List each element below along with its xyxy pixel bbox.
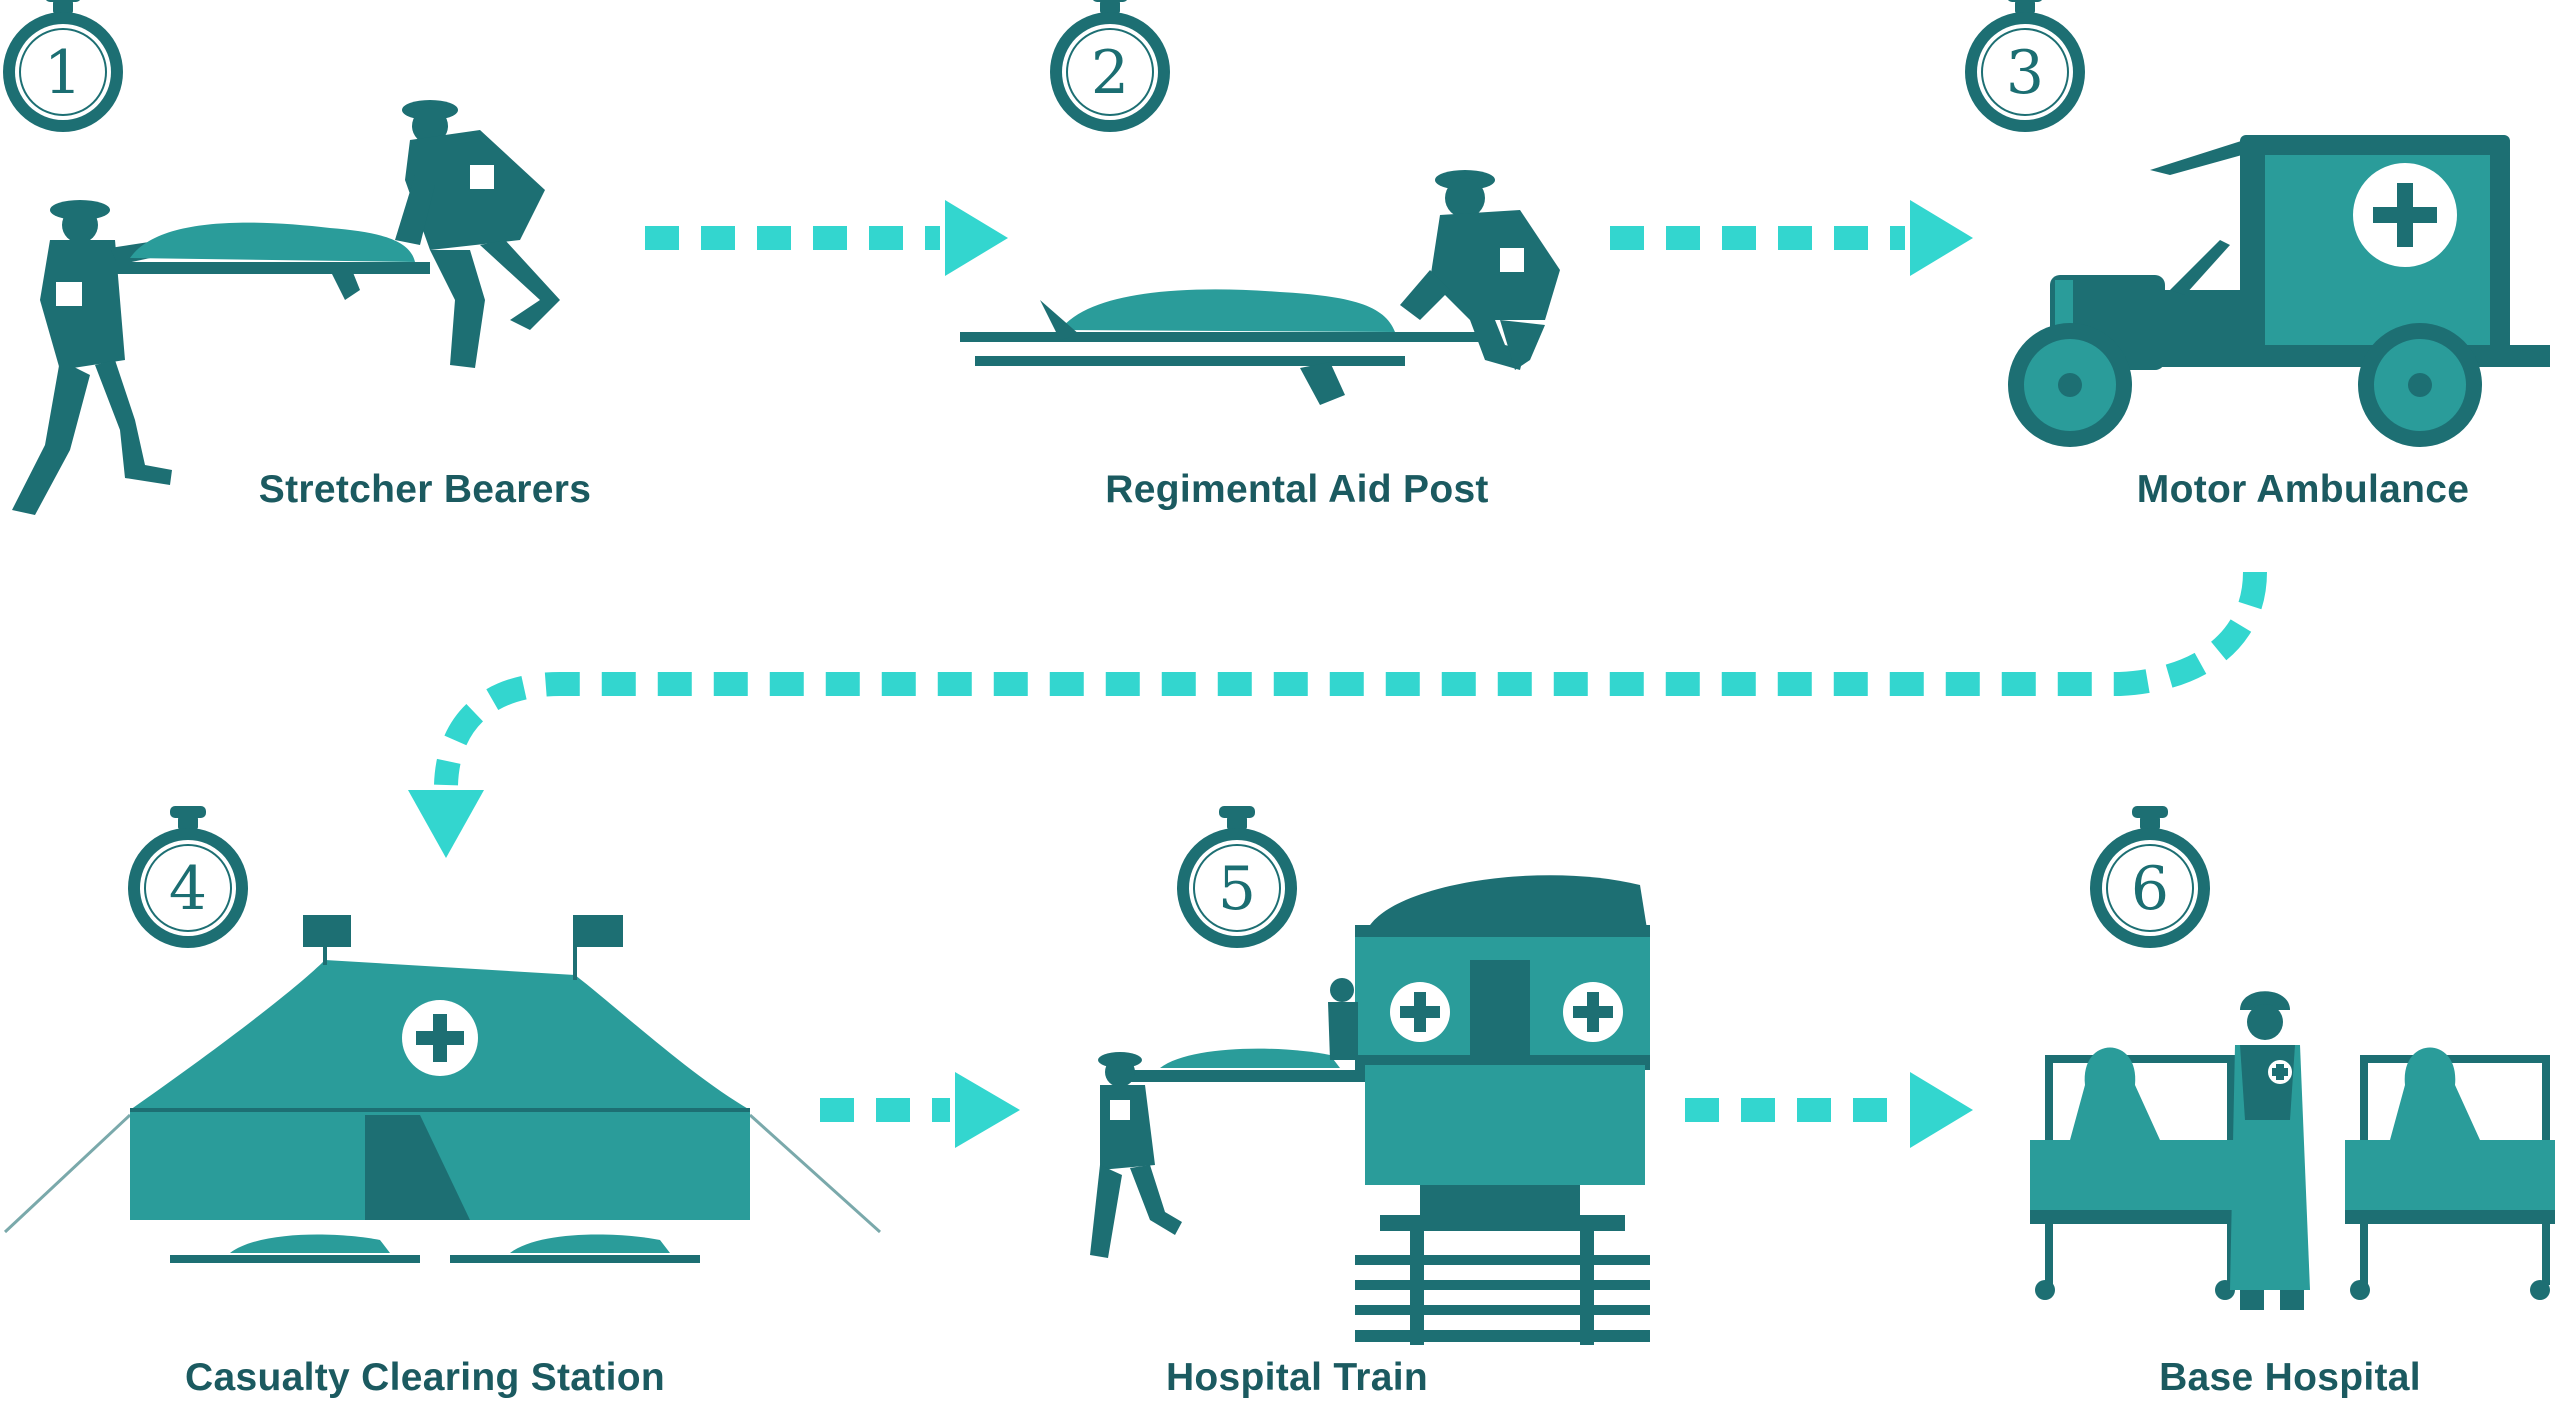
stopwatch-1: 1 <box>2 0 124 133</box>
arrow-5-to-6 <box>1685 1072 1973 1148</box>
stretcher-bearers-illustration <box>12 100 560 515</box>
flag-right <box>575 915 623 947</box>
medical-tent-icon <box>130 960 750 1220</box>
casualty-clearing-station-illustration <box>3 915 882 1263</box>
motor-ambulance-icon <box>2008 135 2550 447</box>
hospital-bed-icon <box>2030 1047 2240 1300</box>
stretcher-icon <box>960 332 1480 342</box>
stopwatch-2: 2 <box>1049 0 1171 133</box>
stage-number-4: 4 <box>169 854 207 924</box>
red-cross-icon <box>1390 982 1623 1042</box>
red-cross-icon <box>470 165 494 189</box>
arrow-4-to-5 <box>820 1072 1020 1148</box>
stage-label-hospital-train: Hospital Train <box>1165 1356 1429 1399</box>
red-cross-icon <box>56 282 82 306</box>
red-cross-icon <box>402 1000 478 1076</box>
soldier-silhouette-icon <box>1328 978 1358 1060</box>
stretcher-icon <box>90 262 430 274</box>
nurse-icon <box>2230 991 2310 1310</box>
motor-ambulance-illustration <box>2008 135 2550 447</box>
soldier-silhouette-icon <box>395 100 560 368</box>
stopwatch-3: 3 <box>1964 0 2086 133</box>
red-cross-icon <box>2268 1060 2292 1084</box>
arrow-3-to-4 <box>408 571 2267 858</box>
stopwatch-5: 5 <box>1176 805 1298 949</box>
stage-number-1: 1 <box>44 38 82 108</box>
stage-label-motor-ambulance: Motor Ambulance <box>2136 468 2470 511</box>
red-cross-icon <box>1500 248 1524 272</box>
stretcher-icon <box>1120 1070 1365 1082</box>
arrow-2-to-3 <box>1610 200 1973 276</box>
flag-left <box>303 915 351 947</box>
hospital-train-icon <box>1355 875 1650 1345</box>
stage-label-casualty-clearing-station: Casualty Clearing Station <box>185 1356 665 1399</box>
stage-number-3: 3 <box>2006 38 2044 108</box>
stage-label-regimental-aid-post: Regimental Aid Post <box>1105 468 1489 511</box>
hospital-train-illustration <box>1090 875 1650 1345</box>
stretcher-icon <box>170 1234 700 1263</box>
stopwatch-4: 4 <box>127 805 249 949</box>
base-hospital-illustration <box>2030 991 2555 1310</box>
soldier-silhouette-icon <box>1400 170 1560 370</box>
arrow-1-to-2 <box>645 200 1008 276</box>
hospital-bed-icon <box>2345 1047 2555 1300</box>
stage-label-base-hospital: Base Hospital <box>2159 1356 2421 1399</box>
soldier-silhouette-icon <box>1090 1052 1182 1258</box>
stage-number-5: 5 <box>1218 854 1256 924</box>
stage-label-stretcher-bearers: Stretcher Bearers <box>258 468 592 511</box>
stage-number-6: 6 <box>2131 854 2169 924</box>
stage-number-2: 2 <box>1091 38 1129 108</box>
stopwatch-6: 6 <box>2089 805 2211 949</box>
red-cross-icon <box>2353 163 2457 267</box>
red-cross-icon <box>1110 1100 1130 1120</box>
regimental-aid-post-illustration <box>960 170 1560 405</box>
